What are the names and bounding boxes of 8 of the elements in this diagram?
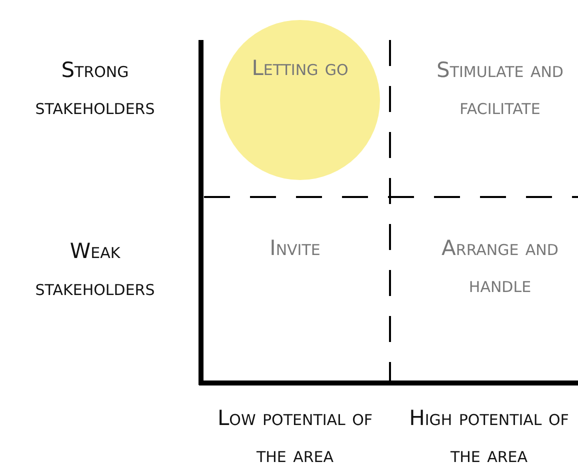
quadrant-label: Invite — [268, 235, 322, 262]
row-label: Strong stakeholders — [34, 57, 156, 121]
row-label: Weak stakeholders — [34, 238, 156, 302]
column-label: High potential of the area — [408, 405, 570, 469]
quadrant-label: Arrange and handle — [440, 235, 560, 299]
column-label: Low potential of the area — [216, 405, 374, 469]
quadrant-label: Letting go — [250, 55, 350, 82]
quadrant-label: Stimulate and facilitate — [436, 57, 564, 121]
